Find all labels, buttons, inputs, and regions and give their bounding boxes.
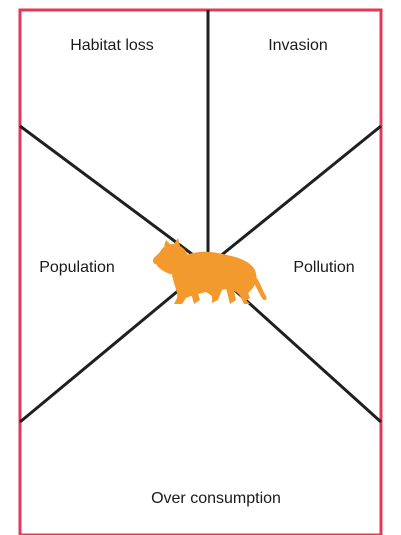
divider-diagonal-right-top (208, 126, 381, 266)
label-pollution: Pollution (293, 259, 354, 276)
label-habitat-loss: Habitat loss (70, 37, 154, 54)
divider-diagonal-left-top (20, 126, 208, 266)
label-over-consumption: Over consumption (151, 490, 281, 507)
label-population: Population (39, 259, 115, 276)
tiger-icon (153, 238, 267, 304)
label-invasion: Invasion (268, 37, 328, 54)
